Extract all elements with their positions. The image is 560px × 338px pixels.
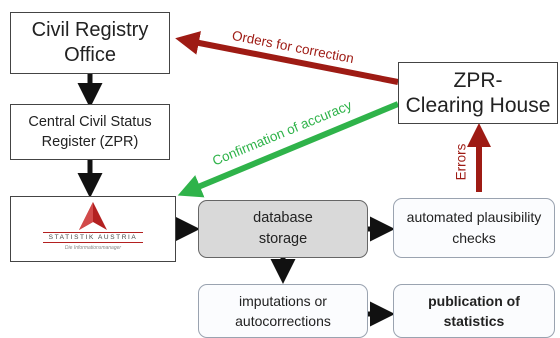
database-storage-box: database storage	[198, 200, 368, 258]
database-storage-line1: database	[253, 210, 313, 226]
civil-registry-office-line1: Civil Registry	[31, 19, 149, 41]
statistik-austria-tagline: Die Informationsmanager	[64, 245, 122, 251]
civil-registry-office-box: Civil Registry Office	[10, 12, 170, 74]
arrow-clearing-to-statistik	[177, 101, 400, 198]
plausibility-checks-line2: checks	[452, 230, 496, 246]
plausibility-checks-line1: automated plausibility	[406, 209, 542, 225]
statistik-austria-logo-icon	[79, 202, 107, 230]
database-storage-line2: storage	[258, 231, 308, 247]
publication-line1: publication of	[428, 293, 520, 309]
zpr-register-box: Central Civil Status Register (ZPR)	[10, 104, 170, 160]
errors-label: Errors	[453, 143, 469, 181]
arrow-clearing-to-office	[175, 31, 399, 85]
statistik-austria-box: STATISTIK AUSTRIA Die Informationsmanage…	[10, 196, 176, 262]
plausibility-checks-box: automated plausibility checks	[393, 198, 555, 258]
zpr-register-line1: Central Civil Status	[28, 114, 152, 130]
imputations-line2: autocorrections	[235, 313, 331, 329]
publication-line2: statistics	[443, 313, 505, 329]
clearing-house-box: ZPR- Clearing House	[398, 62, 558, 124]
statistik-austria-logo-text: STATISTIK AUSTRIA	[42, 232, 144, 243]
imputations-line1: imputations or	[239, 293, 327, 309]
imputations-box: imputations or autocorrections	[198, 284, 368, 338]
clearing-house-line2: Clearing House	[405, 94, 551, 117]
publication-box: publication of statistics	[393, 284, 555, 338]
zpr-register-line2: Register (ZPR)	[41, 134, 139, 150]
civil-registry-office-line2: Office	[64, 44, 116, 66]
clearing-house-line1: ZPR-	[453, 69, 503, 92]
